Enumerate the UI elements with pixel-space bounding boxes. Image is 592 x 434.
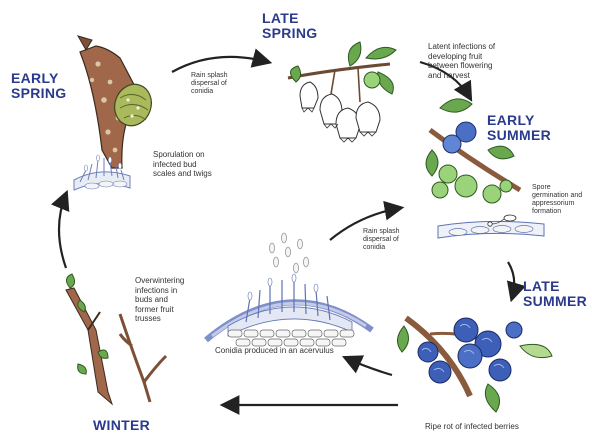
label-late-spring: LATESPRING [262, 11, 317, 41]
note-overwintering: Overwinteringinfections inbuds andformer… [135, 276, 184, 324]
note-rain-splash-top: Rain splashdispersal ofconidia [191, 72, 228, 96]
label-winter: WINTER [93, 418, 150, 433]
note-spore-germination: Sporegermination andappressoriumformatio… [532, 184, 582, 216]
acervulus-illustration [206, 233, 372, 346]
label-early-summer: EARLYSUMMER [487, 113, 551, 143]
note-rain-splash-mid: Rain splashdispersal ofconidia [363, 228, 400, 252]
flowering-branch-illustration [288, 42, 396, 142]
arrow-early-to-late-summer [508, 262, 514, 298]
arrow-winter-to-spring [59, 194, 66, 268]
label-early-spring: EARLYSPRING [11, 71, 66, 101]
note-latent-infections: Latent infections ofdeveloping fruitbetw… [428, 42, 495, 80]
infected-twig-illustration [78, 36, 157, 168]
note-acervulus: Conidia produced in an acervulus [215, 346, 334, 356]
note-ripe-rot: Ripe rot of infected berries [425, 422, 519, 432]
rotten-berries-illustration [397, 318, 552, 412]
note-sporulation: Sporulation oninfected budscales and twi… [153, 150, 212, 179]
label-late-summer: LATESUMMER [523, 279, 587, 309]
arrow-early-to-late-spring [172, 57, 268, 72]
spore-germination-detail [438, 215, 544, 238]
arrow-late-summer-to-acervulus [346, 358, 392, 375]
